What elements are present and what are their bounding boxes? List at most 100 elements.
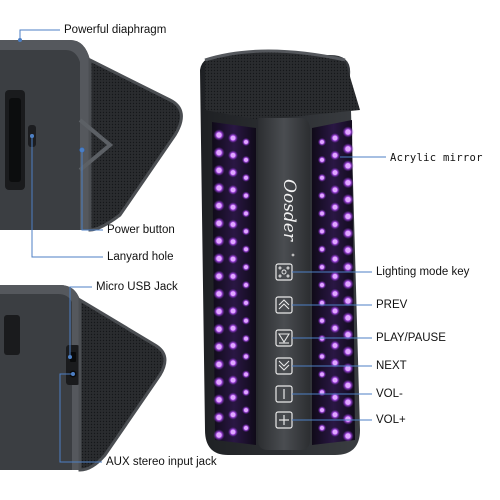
led-dot bbox=[230, 256, 236, 262]
led-dot bbox=[332, 135, 338, 141]
led-dot bbox=[230, 343, 236, 348]
led-dot bbox=[345, 433, 351, 439]
led-dot bbox=[345, 163, 351, 169]
led-dot bbox=[230, 152, 236, 158]
led-dot bbox=[320, 211, 324, 216]
led-dot bbox=[216, 361, 222, 368]
led-dot bbox=[332, 429, 338, 435]
led-dot bbox=[216, 202, 222, 209]
callout-vol-plus: VOL+ bbox=[376, 414, 406, 426]
led-dot bbox=[244, 157, 248, 162]
led-array-right bbox=[317, 126, 354, 442]
led-dot bbox=[332, 274, 338, 279]
led-dot bbox=[230, 170, 236, 175]
led-dot bbox=[345, 382, 351, 388]
led-dot bbox=[345, 348, 351, 355]
led-dot bbox=[230, 308, 236, 314]
led-dot bbox=[320, 354, 324, 359]
led-dot bbox=[332, 360, 338, 366]
led-dot bbox=[345, 213, 351, 220]
callout-vol-minus: VOL- bbox=[376, 388, 403, 400]
led-dot bbox=[230, 204, 236, 210]
led-dot bbox=[345, 230, 351, 236]
play-pause-icon bbox=[278, 333, 290, 344]
led-dot bbox=[216, 414, 222, 420]
led-dot bbox=[320, 175, 324, 180]
led-dot bbox=[244, 390, 248, 395]
led-dot bbox=[332, 204, 338, 210]
led-dot bbox=[332, 308, 338, 314]
led-dot bbox=[244, 318, 248, 323]
led-dot bbox=[244, 336, 248, 341]
led-dot bbox=[320, 336, 324, 341]
led-dot bbox=[332, 152, 338, 158]
volume-up-icon bbox=[279, 415, 289, 425]
led-dot bbox=[216, 326, 222, 332]
led-dot bbox=[216, 185, 222, 191]
led-dot bbox=[216, 132, 222, 138]
callout-play-pause: PLAY/PAUSE bbox=[376, 332, 446, 344]
led-dot bbox=[345, 129, 351, 135]
callout-aux-input-jack: AUX stereo input jack bbox=[106, 456, 217, 468]
led-dot bbox=[230, 239, 236, 245]
led-dot bbox=[244, 300, 248, 305]
led-dot bbox=[345, 196, 351, 203]
callout-micro-usb-jack: Micro USB Jack bbox=[96, 281, 178, 293]
led-dot bbox=[345, 315, 351, 321]
closeup-top-left bbox=[0, 40, 183, 232]
led-dot bbox=[230, 412, 236, 418]
led-dot bbox=[320, 247, 324, 252]
led-dot bbox=[332, 239, 338, 245]
led-dot bbox=[345, 281, 351, 287]
led-dot bbox=[320, 318, 324, 323]
led-dot bbox=[216, 308, 222, 315]
led-dot bbox=[244, 426, 248, 430]
led-dot bbox=[244, 193, 248, 198]
led-dot bbox=[216, 379, 222, 385]
callout-acrylic-mirror: Acrylic mirror bbox=[390, 152, 483, 164]
led-dot bbox=[320, 283, 324, 287]
led-dot bbox=[230, 377, 236, 383]
callout-powerful-diaphragm: Powerful diaphragm bbox=[64, 24, 167, 36]
led-dot bbox=[332, 222, 338, 227]
led-dot bbox=[230, 395, 236, 400]
led-dot bbox=[230, 187, 236, 193]
led-dot bbox=[320, 265, 324, 270]
leader-lines bbox=[18, 29, 386, 463]
led-dot bbox=[230, 291, 236, 296]
led-dot bbox=[345, 332, 351, 338]
led-dot bbox=[216, 238, 222, 244]
led-dot bbox=[320, 426, 324, 430]
led-dot bbox=[332, 343, 338, 348]
led-dot bbox=[244, 211, 248, 216]
led-dot bbox=[244, 140, 248, 144]
led-dot bbox=[345, 180, 351, 186]
led-dot bbox=[216, 167, 222, 173]
led-dot bbox=[332, 395, 338, 400]
led-dot bbox=[244, 354, 248, 359]
callout-power-button: Power button bbox=[107, 224, 175, 236]
led-dot bbox=[320, 300, 324, 305]
led-dot bbox=[345, 298, 351, 304]
led-dot bbox=[230, 222, 236, 227]
led-dot bbox=[320, 193, 324, 198]
led-dot bbox=[216, 220, 222, 226]
led-dot bbox=[230, 135, 236, 141]
led-dot bbox=[244, 175, 248, 180]
led-dot bbox=[320, 140, 324, 144]
led-dot bbox=[216, 432, 222, 438]
led-dot bbox=[320, 408, 324, 413]
led-dot bbox=[244, 265, 248, 270]
led-dot bbox=[230, 360, 236, 366]
led-dot bbox=[216, 255, 222, 262]
led-dot bbox=[345, 365, 351, 372]
brand-logo: Oosder bbox=[279, 179, 299, 242]
led-dot bbox=[345, 264, 351, 270]
led-dot bbox=[332, 170, 338, 175]
led-dot bbox=[345, 399, 351, 405]
led-dot bbox=[216, 344, 222, 350]
led-dot bbox=[332, 256, 338, 262]
prev-icon bbox=[278, 299, 290, 310]
led-dot bbox=[332, 412, 338, 418]
speaker-main: Oosder bbox=[200, 49, 360, 455]
